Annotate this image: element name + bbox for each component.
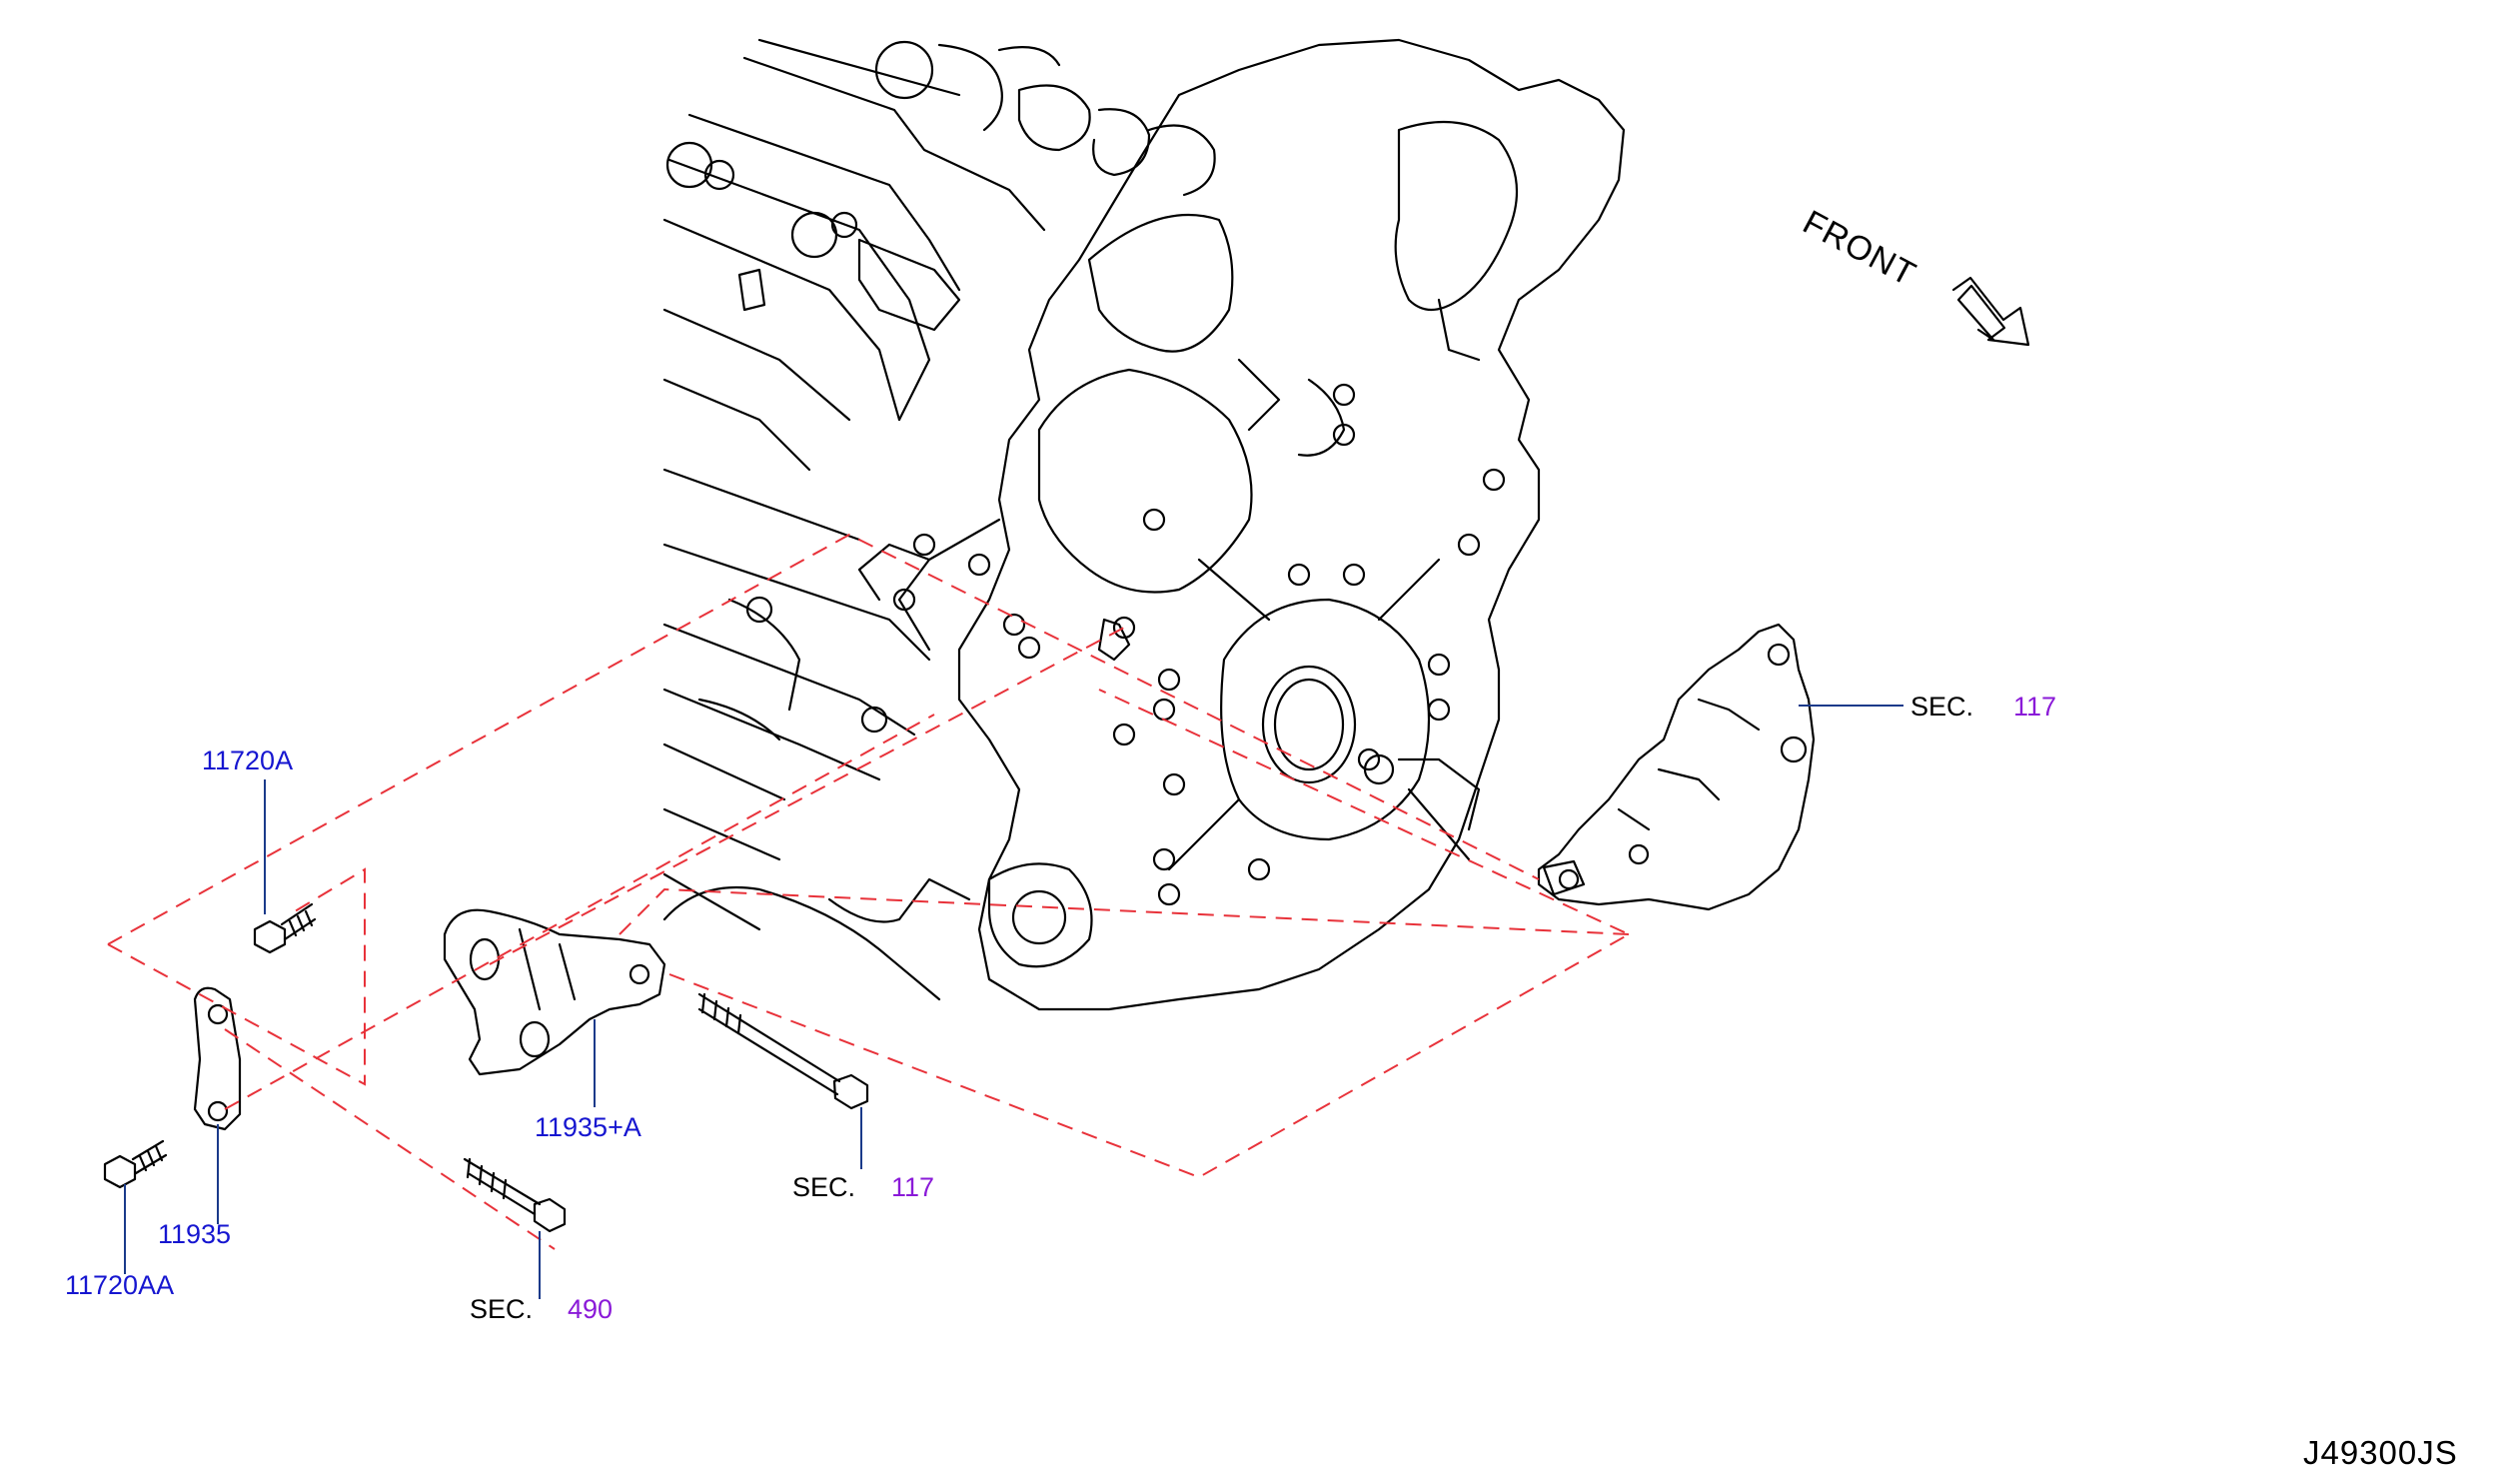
mount-bracket-right-drawing [1537, 623, 1816, 911]
alignment-lines [107, 533, 1632, 1250]
sec-number-right: 117 [2013, 692, 2057, 722]
mount-plate-drawing [193, 986, 242, 1131]
bolt-11720AA [103, 1139, 168, 1189]
sec-prefix-center: SEC. [792, 1172, 856, 1202]
bolt-11720A [253, 902, 317, 954]
mount-bracket-center-drawing [443, 908, 666, 1076]
sec-prefix-left: SEC. [470, 1294, 534, 1324]
sec-prefix-right: SEC. [1910, 692, 1974, 722]
part-label-11935: 11935 [158, 1219, 232, 1249]
engine-block-drawing [662, 38, 1216, 931]
part-label-11720AA: 11720AA [65, 1270, 175, 1300]
drawing-code: J49300JS [2303, 1434, 2458, 1471]
part-label-11720A: 11720A [202, 745, 294, 775]
leader-lines [124, 705, 1903, 1299]
bolt-sec117 [697, 992, 869, 1110]
timing-cover-drawing [662, 38, 1626, 1011]
sec-number-center: 117 [891, 1172, 935, 1202]
sec-number-left: 490 [568, 1294, 614, 1324]
hollow-arrow-down-right-icon [1951, 276, 2030, 347]
bolt-sec490 [463, 1157, 567, 1233]
part-label-11935A: 11935+A [535, 1112, 641, 1142]
